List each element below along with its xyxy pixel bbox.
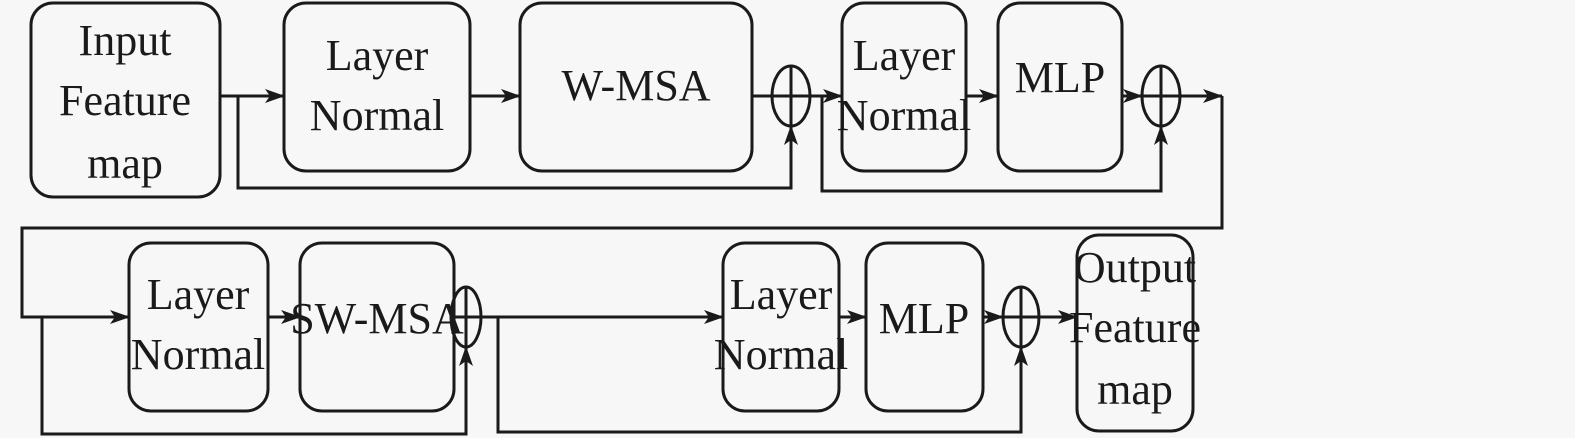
- input-label-line-1: Input: [79, 16, 172, 65]
- sw-msa-label: SW-MSA: [290, 294, 464, 343]
- mlp-2-label: MLP: [879, 294, 969, 343]
- skip-connection-3: [40, 317, 473, 436]
- output-feature-map-node: Output Feature map: [1069, 233, 1201, 433]
- input-label-line-3: map: [87, 139, 163, 188]
- layer-normal-node-3: Layer Normal: [127, 241, 270, 413]
- output-label-line-3: map: [1097, 365, 1173, 414]
- w-msa-node: W-MSA: [518, 1, 754, 173]
- add-operator-2: [1140, 64, 1182, 128]
- layer-normal-3-line-1: Layer: [147, 270, 250, 319]
- output-label-line-1: Output: [1074, 243, 1196, 292]
- w-msa-label: W-MSA: [561, 61, 710, 110]
- layer-normal-3-line-2: Normal: [131, 330, 265, 379]
- skip-connection-4: [496, 317, 1028, 434]
- layer-normal-1-line-2: Normal: [310, 91, 444, 140]
- add-operator-4: [1001, 285, 1041, 349]
- input-label-line-2: Feature: [59, 76, 191, 125]
- add-operator-1: [770, 64, 812, 128]
- add-operator-3: [449, 285, 483, 349]
- output-label-line-2: Feature: [1069, 303, 1201, 352]
- input-feature-map-node: Input Feature map: [29, 1, 222, 199]
- mlp-1-label: MLP: [1015, 53, 1105, 102]
- layer-normal-node-2: Layer Normal: [837, 1, 971, 173]
- skip-connection-1: [236, 96, 798, 190]
- row-wrap-connector: [20, 96, 1224, 324]
- layer-normal-node-4: Layer Normal: [714, 241, 848, 413]
- sw-msa-node: SW-MSA: [290, 241, 464, 413]
- layer-normal-4-line-2: Normal: [714, 330, 848, 379]
- layer-normal-node-1: Layer Normal: [282, 1, 472, 173]
- layer-normal-1-line-1: Layer: [326, 31, 429, 80]
- mlp-node-2: MLP: [864, 241, 985, 413]
- layer-normal-2-line-1: Layer: [853, 31, 956, 80]
- mlp-node-1: MLP: [996, 1, 1124, 173]
- layer-normal-2-line-2: Normal: [837, 91, 971, 140]
- skip-connection-2: [820, 96, 1168, 193]
- layer-normal-4-line-1: Layer: [730, 270, 833, 319]
